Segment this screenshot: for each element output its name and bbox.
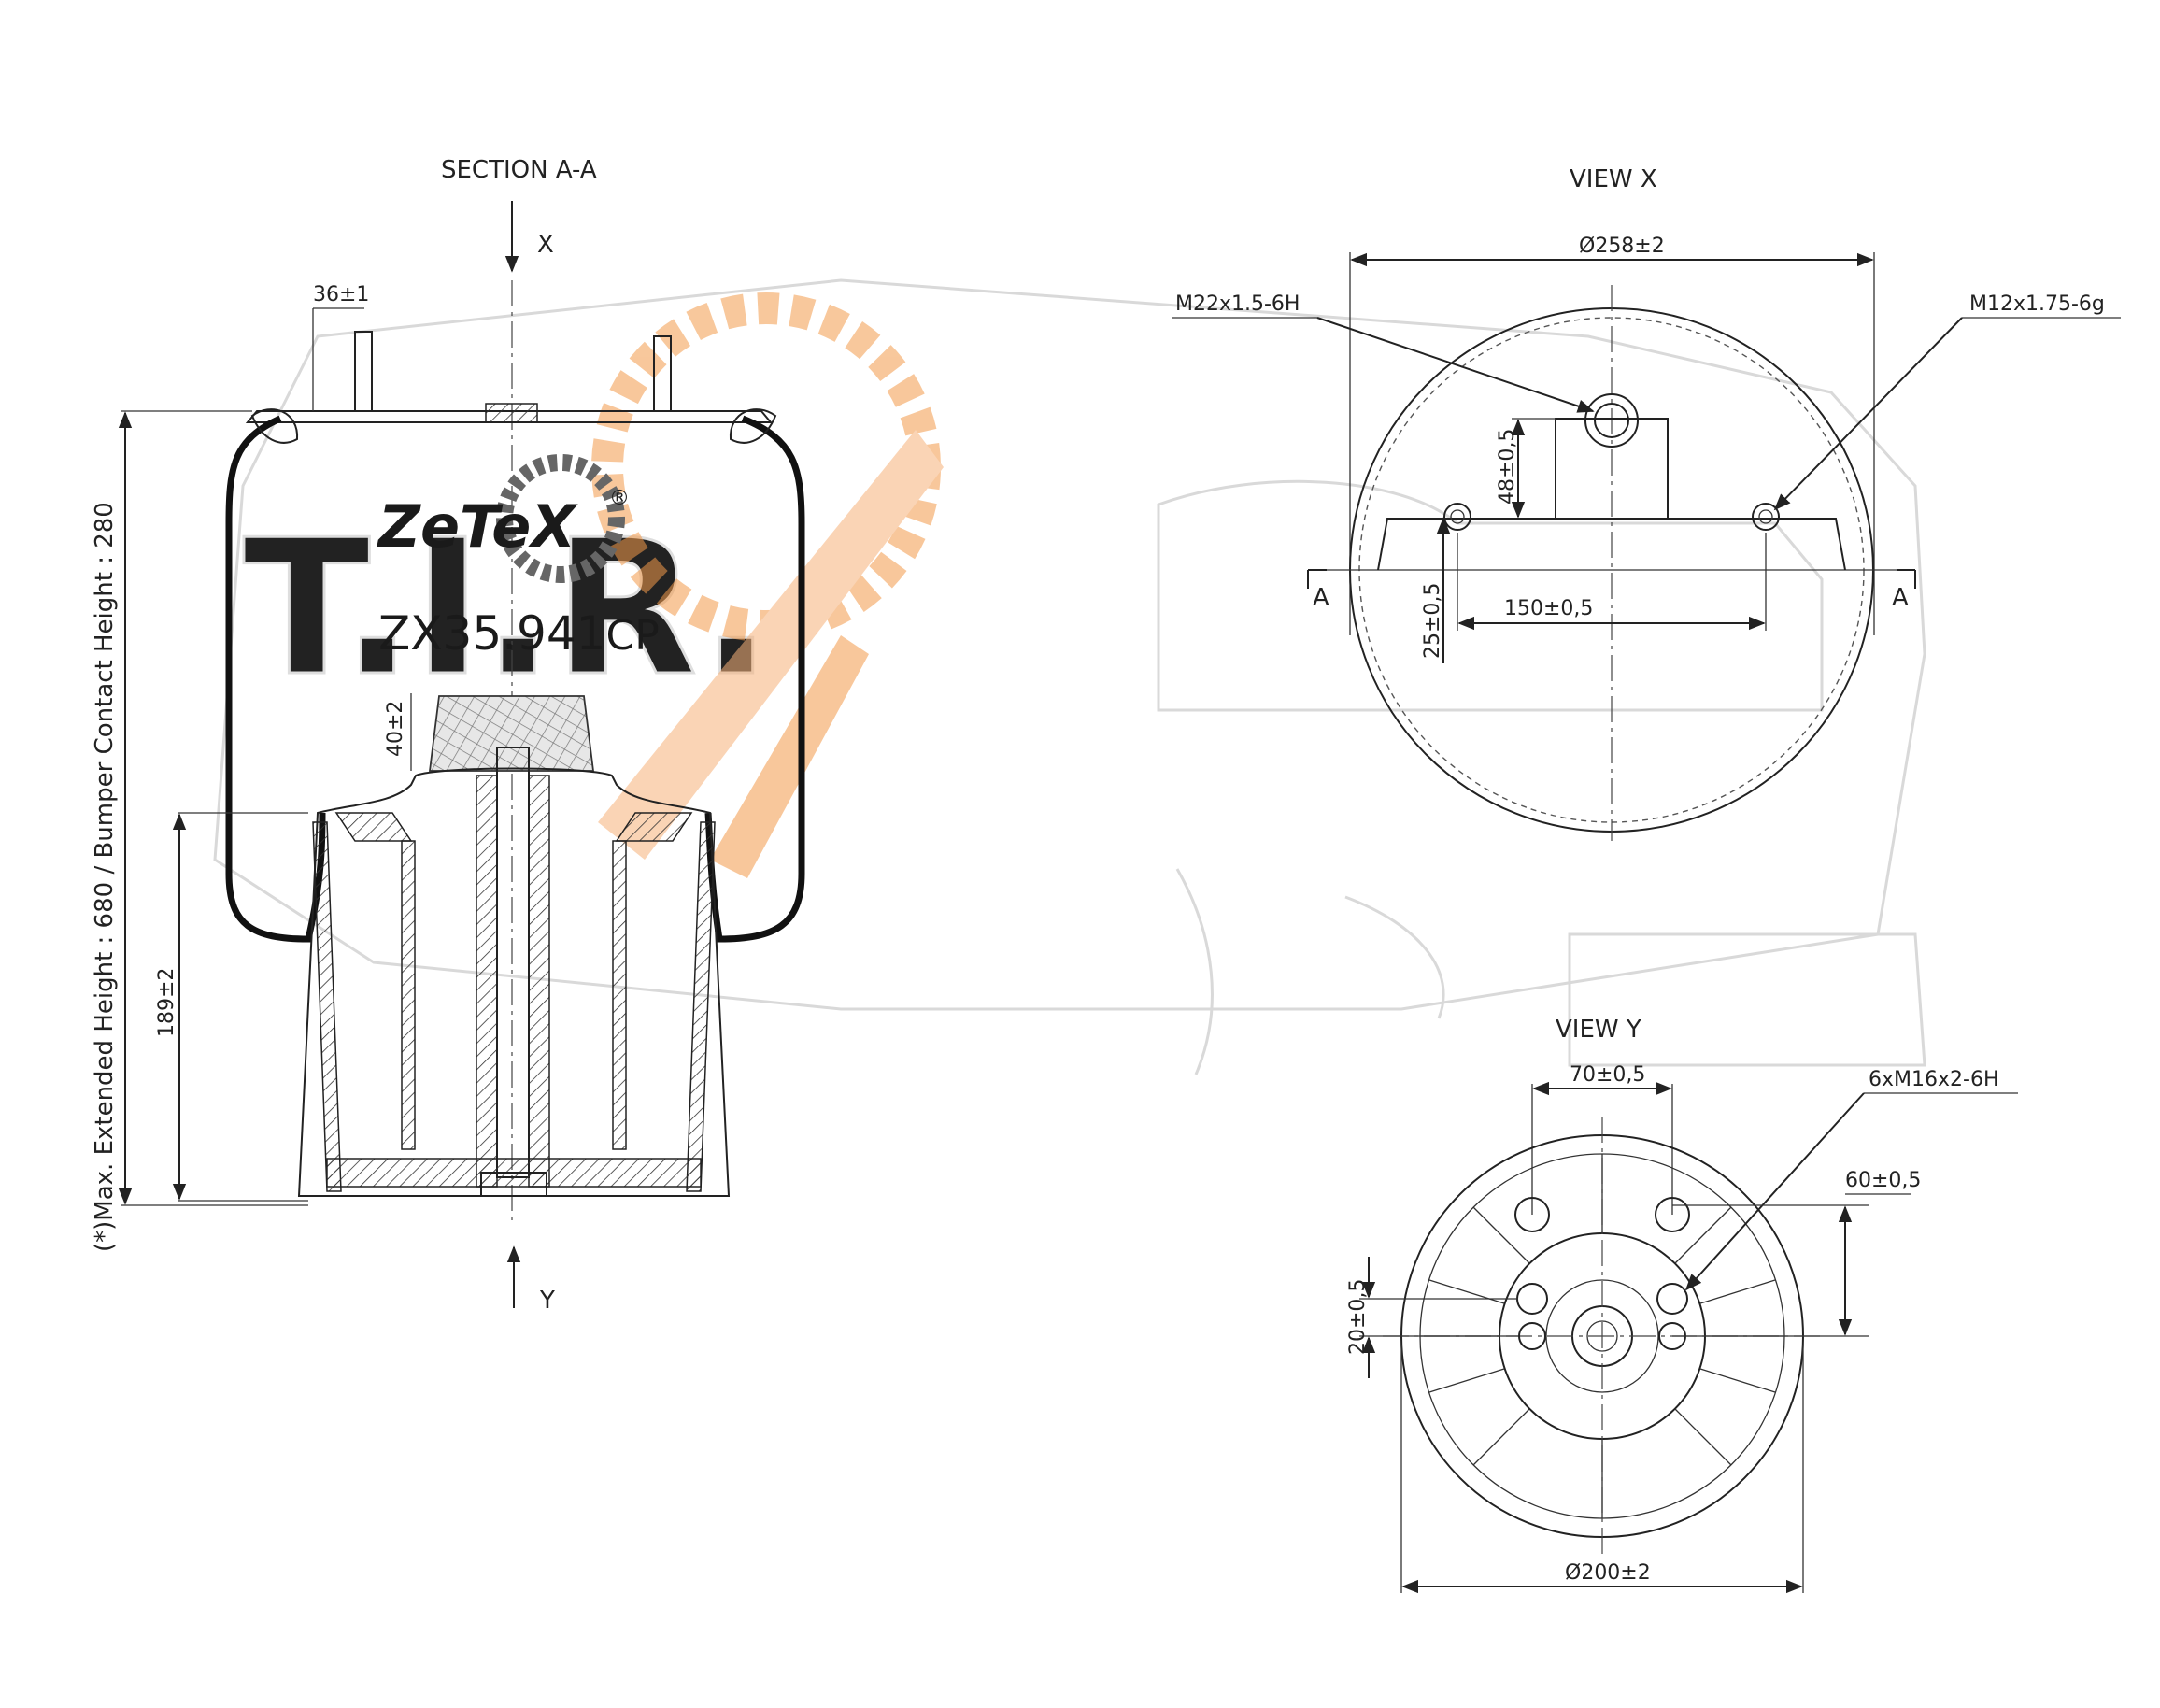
piston-right-wall bbox=[686, 821, 716, 1192]
vy-threads: 6xM16x2-6H bbox=[1869, 1068, 1999, 1091]
view-x: VIEW X Ø258±2 M22x1.5-6H M12x1.75-6g 48±… bbox=[1172, 165, 2121, 841]
vy-vertical-spacing: 60±0,5 bbox=[1845, 1169, 1921, 1192]
vy-diameter-label: Ø200±2 bbox=[1565, 1561, 1651, 1585]
vx-thread-left: M22x1.5-6H bbox=[1175, 292, 1300, 316]
top-plate bbox=[245, 410, 774, 423]
base-nut bbox=[480, 1172, 547, 1197]
left-stud bbox=[354, 331, 373, 412]
vy-small-spacing: 20±0,5 bbox=[1346, 1279, 1370, 1355]
center-rod-right bbox=[528, 775, 550, 1188]
model-number: ZX35.941CP bbox=[378, 606, 660, 661]
background-artwork: T.I.R. bbox=[213, 278, 1926, 1075]
top-center-fitting bbox=[485, 403, 538, 423]
vx-right-leader bbox=[1773, 317, 1963, 511]
section-a-a: SECTION A-A X 36±1 40±2 bbox=[91, 156, 805, 1315]
vy-center-bolt bbox=[1586, 1320, 1618, 1352]
piston-height-label: 189±2 bbox=[155, 968, 178, 1037]
right-bead bbox=[729, 408, 777, 444]
vx-center-thread bbox=[1584, 393, 1639, 448]
stud-offset-label: 36±1 bbox=[313, 283, 369, 306]
vx-right-stud-inner bbox=[1758, 509, 1773, 524]
vx-section-mark-right: A bbox=[1892, 584, 1909, 612]
bumper-height-label: 40±2 bbox=[384, 701, 407, 757]
orange-watermark bbox=[591, 292, 944, 878]
vx-section-mark-left: A bbox=[1313, 584, 1329, 612]
gear-icon bbox=[496, 454, 625, 583]
vx-left-leader bbox=[1316, 317, 1595, 413]
brand-logo: ZeTeX ® ZX35.941CP bbox=[377, 454, 660, 661]
piston-inner-left bbox=[401, 840, 416, 1150]
view-y: VIEW Y 70±0,5 bbox=[1346, 1016, 2018, 1594]
piston-outline bbox=[297, 767, 731, 1197]
vx-diameter-label: Ø258±2 bbox=[1579, 235, 1665, 258]
vx-center-hole bbox=[1594, 403, 1629, 438]
piston-base bbox=[326, 1158, 702, 1188]
piston-left-wall bbox=[312, 821, 342, 1192]
vy-hole-spacing: 70±0,5 bbox=[1570, 1063, 1645, 1087]
vx-offset-vertical: 48±0,5 bbox=[1496, 429, 1519, 505]
right-stud bbox=[653, 335, 672, 412]
vx-center-boss bbox=[1555, 418, 1669, 519]
center-bolt bbox=[496, 747, 530, 1178]
left-bead bbox=[250, 408, 299, 444]
vx-right-stud bbox=[1752, 503, 1780, 531]
vx-section-mark-right-arrow bbox=[1897, 569, 1916, 589]
vx-stud-spacing: 150±0,5 bbox=[1504, 597, 1593, 620]
right-clamp bbox=[615, 812, 693, 842]
registered-mark: ® bbox=[609, 487, 630, 510]
vx-section-mark-left-arrow bbox=[1307, 569, 1327, 589]
piston-inner-right bbox=[612, 840, 627, 1150]
view-x-marker: X bbox=[537, 231, 554, 259]
view-y-title: VIEW Y bbox=[1556, 1016, 1641, 1044]
height-note: (*)Max. Extended Height : 680 / Bumper C… bbox=[91, 502, 119, 1252]
vx-plate-outline bbox=[1377, 518, 1846, 571]
left-clamp bbox=[334, 812, 413, 842]
brand-name: ZeTeX bbox=[377, 492, 578, 561]
vy-thread-leader bbox=[1684, 1092, 1865, 1291]
center-rod-left bbox=[476, 775, 498, 1188]
view-x-title: VIEW X bbox=[1570, 165, 1657, 193]
vx-left-stud bbox=[1443, 503, 1471, 531]
rubber-bumper bbox=[428, 695, 595, 772]
vx-left-stud-inner bbox=[1450, 509, 1465, 524]
vx-thread-right: M12x1.75-6g bbox=[1969, 292, 2105, 316]
vx-offset-lower: 25±0,5 bbox=[1421, 583, 1444, 659]
view-y-marker: Y bbox=[539, 1287, 555, 1315]
section-title: SECTION A-A bbox=[441, 156, 597, 184]
